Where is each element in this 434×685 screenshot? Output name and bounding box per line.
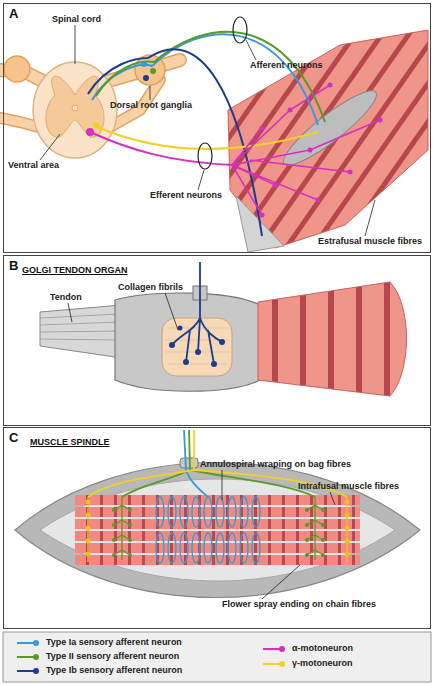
panel-frame: B GOLGI TENDON ORGAN xyxy=(3,255,431,426)
part-label: Estrafusal muscle fibres xyxy=(318,236,422,247)
leader-lines xyxy=(68,293,178,330)
legend-dot xyxy=(33,654,39,660)
legend-text: Type Ib sensory afferent neuron xyxy=(46,665,182,676)
part-label: Intrafusal muscle fibres xyxy=(298,481,399,492)
panel-b-art xyxy=(40,262,407,396)
gamma-fiber xyxy=(95,126,318,149)
type-ia-fiber xyxy=(92,34,318,125)
capsule xyxy=(115,293,260,391)
legend-text: Type II sensory afferent neuron xyxy=(46,651,179,662)
part-label: Afferent neurons xyxy=(250,60,323,71)
muscle xyxy=(258,282,407,396)
part-label: Efferent neurons xyxy=(150,190,222,201)
leader-lines xyxy=(40,25,375,236)
panel-c-art xyxy=(15,430,420,599)
spindle-capsule xyxy=(15,463,420,598)
tendon xyxy=(40,305,122,358)
collagen-fibrils xyxy=(162,318,232,376)
panel-letter: C xyxy=(9,430,18,445)
legend-sample xyxy=(262,644,288,654)
legend-text: γ-motoneuron xyxy=(292,658,353,669)
part-label: Tendon xyxy=(50,292,82,303)
part-label: Ventral area xyxy=(8,160,59,171)
flower-spray-dots xyxy=(112,508,325,557)
part-label: Collagen fibrils xyxy=(118,282,183,293)
legend-text: Type Ia sensory afferent neuron xyxy=(46,637,182,648)
type-ii-fiber xyxy=(96,32,325,122)
legend-dot xyxy=(279,661,285,667)
legend-dot xyxy=(33,640,39,646)
tendon-fibres xyxy=(40,314,120,340)
intrafusal-fibres xyxy=(75,495,360,565)
alpha-branches xyxy=(232,85,380,215)
part-label: Spinal cord xyxy=(52,14,101,25)
bundle-marker xyxy=(233,17,247,43)
panel-heading: GOLGI TENDON ORGAN xyxy=(22,265,128,275)
legend-sample xyxy=(16,652,42,662)
gamma-ending xyxy=(88,497,347,562)
spinal-cord xyxy=(33,62,117,158)
alpha-cell-body xyxy=(86,128,94,136)
cell-body xyxy=(141,61,147,67)
legend-sample xyxy=(16,666,42,676)
flower-spray-ending xyxy=(114,497,323,560)
cell-body xyxy=(143,75,149,81)
part-label: Flower spray ending on chain fibres xyxy=(222,599,376,610)
gamma-endplates xyxy=(86,500,350,557)
type-ib-fiber xyxy=(88,49,262,236)
gamma-cell-body xyxy=(93,122,99,128)
legend-text: α-motoneuron xyxy=(292,643,353,654)
ib-nerve xyxy=(172,262,222,364)
panel-letter: A xyxy=(9,6,18,21)
motor-endplates xyxy=(260,83,383,218)
panel-frame: A xyxy=(3,3,431,253)
legend-sample xyxy=(16,638,42,648)
part-label: Annulospiral wraping on bag fibres xyxy=(200,459,351,470)
annulospiral-ending xyxy=(156,497,260,563)
central-canal xyxy=(72,105,78,111)
ib-endings xyxy=(169,326,225,368)
ganglion xyxy=(4,56,30,82)
legend-dot xyxy=(279,646,285,652)
legend-sample xyxy=(262,659,288,669)
panel-frame: C MUSCLE SPINDLE xyxy=(3,427,431,629)
panel-letter: B xyxy=(9,258,18,273)
panel-a-art xyxy=(0,17,428,252)
part-label: Dorsal root ganglia xyxy=(110,100,192,111)
panel-heading: MUSCLE SPINDLE xyxy=(30,437,110,447)
legend-dot xyxy=(33,668,39,674)
cell-body xyxy=(150,68,156,74)
bundle-marker xyxy=(198,143,212,169)
muscle-spindle-small xyxy=(276,82,383,174)
legend-box xyxy=(3,632,431,682)
